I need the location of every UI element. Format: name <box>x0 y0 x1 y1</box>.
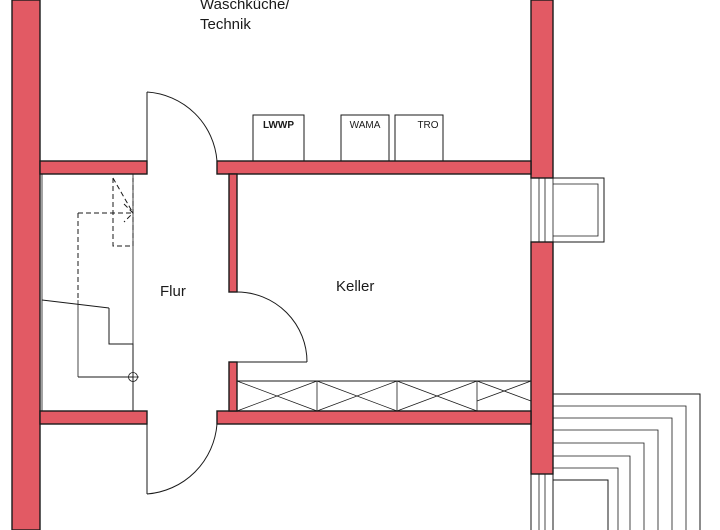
wall-top-left <box>39 160 148 175</box>
staircase <box>41 173 139 412</box>
partition-upper <box>228 173 238 293</box>
room-label-waschkueche: Waschküche/ <box>200 0 290 13</box>
partition-lower <box>228 361 238 412</box>
lwwp-label: LWWP <box>263 120 294 131</box>
appliance-wama: WAMA <box>340 114 390 162</box>
door-flur-keller <box>236 291 308 363</box>
appliance-lwwp: LWWP <box>252 114 305 162</box>
left-outer-wall <box>11 0 41 530</box>
wama-label: WAMA <box>350 120 381 131</box>
tro-label: TRO <box>417 120 438 131</box>
wall-bottom-left <box>39 410 148 425</box>
right-outer-wall-lower <box>530 241 554 475</box>
exterior-steps <box>530 393 701 530</box>
right-outer-wall-upper <box>530 0 554 179</box>
wall-top-right <box>216 160 532 175</box>
room-label-technik: Technik <box>200 16 251 33</box>
room-label-flur: Flur <box>160 283 186 300</box>
door-flur-bottom <box>146 418 218 495</box>
window-right <box>530 177 605 243</box>
wall-bottom-right <box>216 410 532 425</box>
appliance-tro: TRO <box>394 114 444 162</box>
room-label-keller: Keller <box>336 278 374 295</box>
door-waschkueche-flur <box>146 91 218 167</box>
built-in-cabinet <box>236 380 532 412</box>
